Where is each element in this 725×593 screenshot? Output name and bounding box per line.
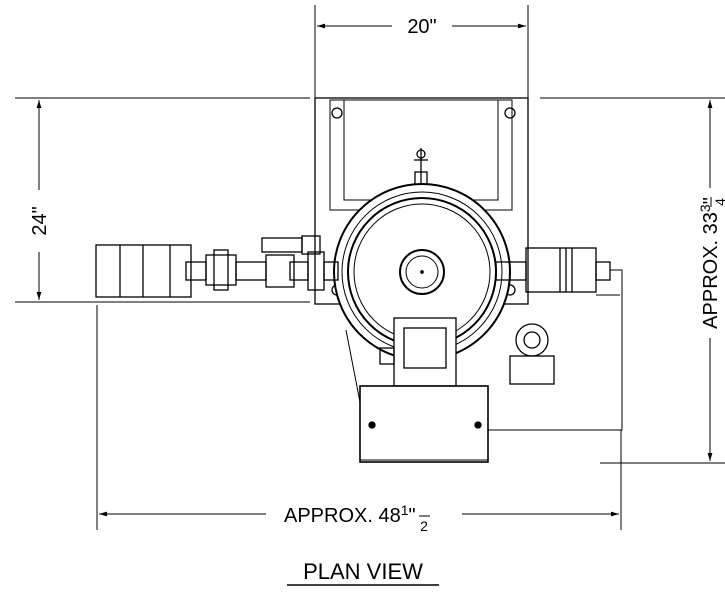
length-label-numerator: 1 (401, 502, 409, 518)
right-valve-assembly (480, 247, 623, 431)
equipment-plan (95, 97, 623, 463)
length-label-denominator: 2 (420, 518, 428, 534)
dimension-length-bottom (96, 305, 622, 530)
dimension-width-top (314, 5, 529, 100)
length-label-prefix: APPROX. 48 (284, 505, 401, 527)
left-valve-assembly (95, 235, 339, 298)
dimension-height-right (540, 97, 725, 464)
height-label-denominator: 4 (712, 198, 725, 206)
view-caption: PLAN VIEW (303, 559, 423, 584)
depth-dimension-label: 24" (29, 206, 51, 235)
lifting-eye (414, 148, 428, 187)
bolt-hole-icon (504, 107, 516, 119)
base-plate (314, 97, 529, 305)
svg-text:APPROX. 481": APPROX. 481" (284, 502, 416, 527)
height-label-prefix: APPROX. 33 (700, 212, 722, 329)
dimension-depth-left (15, 97, 310, 303)
bolt-hole-icon (331, 107, 343, 119)
svg-text:APPROX. 333": APPROX. 333" (697, 197, 722, 329)
height-label-numerator: 3 (697, 204, 713, 212)
width-dimension-label: 20" (407, 16, 436, 38)
length-dimension-label: APPROX. 481" 2 (284, 502, 430, 534)
bottom-motor-box (345, 317, 489, 463)
height-dimension-label: APPROX. 333" 4 (697, 197, 725, 329)
length-label-suffix: " (409, 505, 416, 527)
